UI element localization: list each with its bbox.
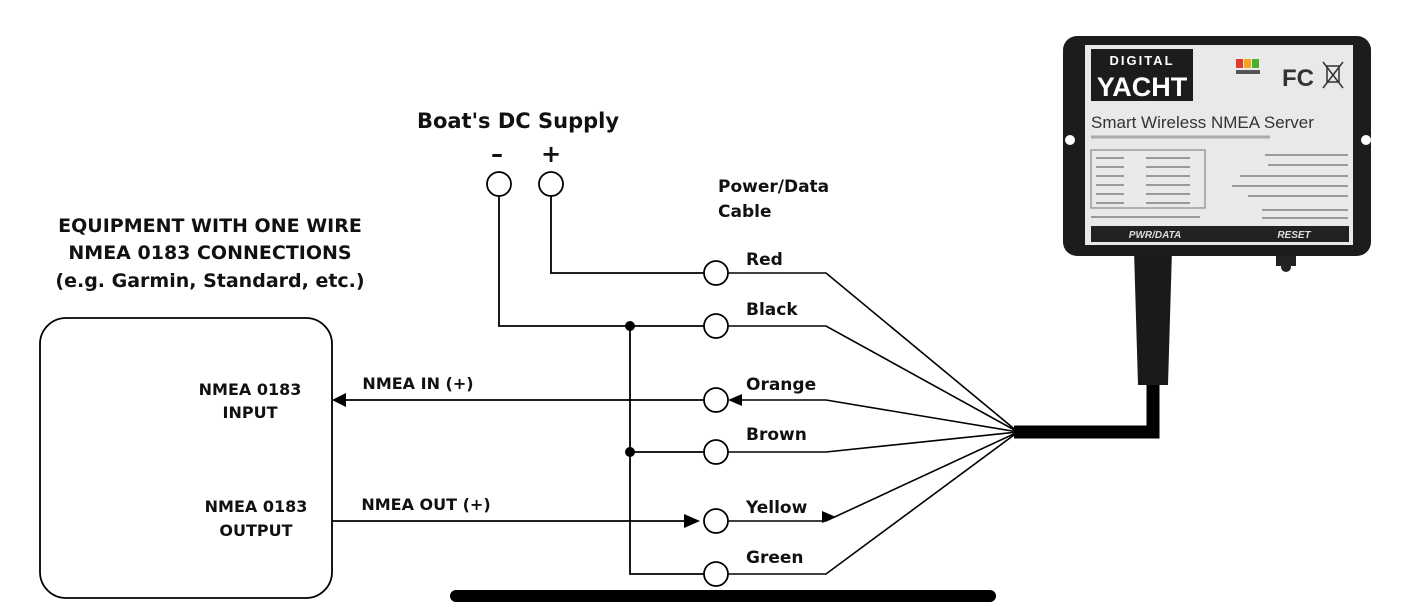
dc-supply: Boat's DC Supply – +: [417, 109, 619, 197]
dc-minus-sign: –: [491, 140, 503, 168]
weee-bin-icon: [1322, 61, 1344, 89]
device-pwr-data-label: PWR/DATA: [1129, 230, 1181, 241]
equipment-heading-line3: (e.g. Garmin, Standard, etc.): [55, 270, 364, 292]
wire-label-red: Red: [746, 250, 783, 270]
dc-plus-sign: +: [541, 140, 561, 168]
nmea-out-signal-label: NMEA OUT (+): [361, 495, 490, 514]
device-bottom-strip: [1091, 226, 1349, 242]
terminal-black: [703, 313, 729, 339]
equipment-heading-line1: EQUIPMENT WITH ONE WIRE: [58, 215, 362, 237]
dc-minus-terminal: [486, 171, 512, 197]
ground-bus-to-green: [629, 326, 704, 575]
nmea-output-label-line2: OUTPUT: [219, 521, 292, 540]
wireless-nmea-server-device: DIGITAL YACHT FC Smart Wireless NMEA Ser…: [1063, 36, 1371, 272]
ground-junction-dot-bottom: [625, 447, 635, 457]
terminal-red: [703, 260, 729, 286]
dc-supply-title: Boat's DC Supply: [417, 109, 619, 133]
terminal-green: [703, 561, 729, 587]
fcc-mark: FC: [1282, 65, 1314, 92]
wire-label-yellow: Yellow: [745, 498, 808, 518]
dc-plus-terminal: [538, 171, 564, 197]
device-reset-label: RESET: [1277, 230, 1311, 241]
brand-logo: [1091, 49, 1193, 101]
nmea-out-arrow-head: [684, 514, 700, 528]
cable-fan-in: [728, 272, 1019, 575]
led-green: [1252, 59, 1259, 68]
terminal-orange: [703, 387, 729, 413]
wire-label-orange: Orange: [746, 375, 816, 395]
cable-section: Power/Data Cable Red Black Orange Brown …: [703, 177, 829, 587]
wire-positive-to-red: [550, 196, 704, 274]
brand-line2: YACHT: [1097, 72, 1188, 102]
equipment-box: [39, 317, 333, 599]
terminal-yellow: [703, 508, 729, 534]
device-wiring-table: [1090, 149, 1206, 209]
wiring-lines: [332, 196, 704, 575]
nmea-input-label-line1: NMEA 0183: [199, 380, 302, 399]
device-mount-hole-right: [1361, 135, 1371, 145]
device-mount-hole-left: [1065, 135, 1075, 145]
wire-label-brown: Brown: [746, 425, 807, 445]
cable-title-line1: Power/Data: [718, 177, 829, 197]
terminal-brown: [703, 439, 729, 465]
led-bar: [1236, 70, 1260, 74]
nmea-in-arrow-head: [332, 393, 346, 407]
led-amber: [1244, 59, 1251, 68]
cable-title-line2: Cable: [718, 202, 771, 222]
orange-arrow-head: [728, 394, 742, 406]
brand-line1: DIGITAL: [1109, 53, 1174, 68]
main-cable: [1014, 262, 1160, 439]
yellow-arrow-head: [822, 511, 836, 523]
wire-label-black: Black: [746, 300, 798, 320]
led-red: [1236, 59, 1243, 68]
equipment-heading-line2: NMEA 0183 CONNECTIONS: [68, 242, 351, 264]
reset-button-tip: [1281, 262, 1291, 272]
reset-button-stub: [1276, 256, 1296, 266]
device-product-name: Smart Wireless NMEA Server: [1091, 113, 1314, 132]
equipment-section: EQUIPMENT WITH ONE WIRE NMEA 0183 CONNEC…: [39, 215, 365, 599]
device-table-rows: [1096, 157, 1190, 204]
cable-strain-relief: [1134, 250, 1172, 385]
nmea-input-label-line2: INPUT: [223, 403, 278, 422]
wire-label-green: Green: [746, 548, 804, 568]
device-spec-text-lines: [1091, 154, 1348, 219]
ground-junction-dot-top: [625, 321, 635, 331]
nmea-in-signal-label: NMEA IN (+): [362, 374, 473, 393]
home-indicator-bar[interactable]: [450, 590, 996, 602]
nmea-output-label-line1: NMEA 0183: [205, 497, 308, 516]
wire-negative-to-black: [498, 196, 704, 327]
